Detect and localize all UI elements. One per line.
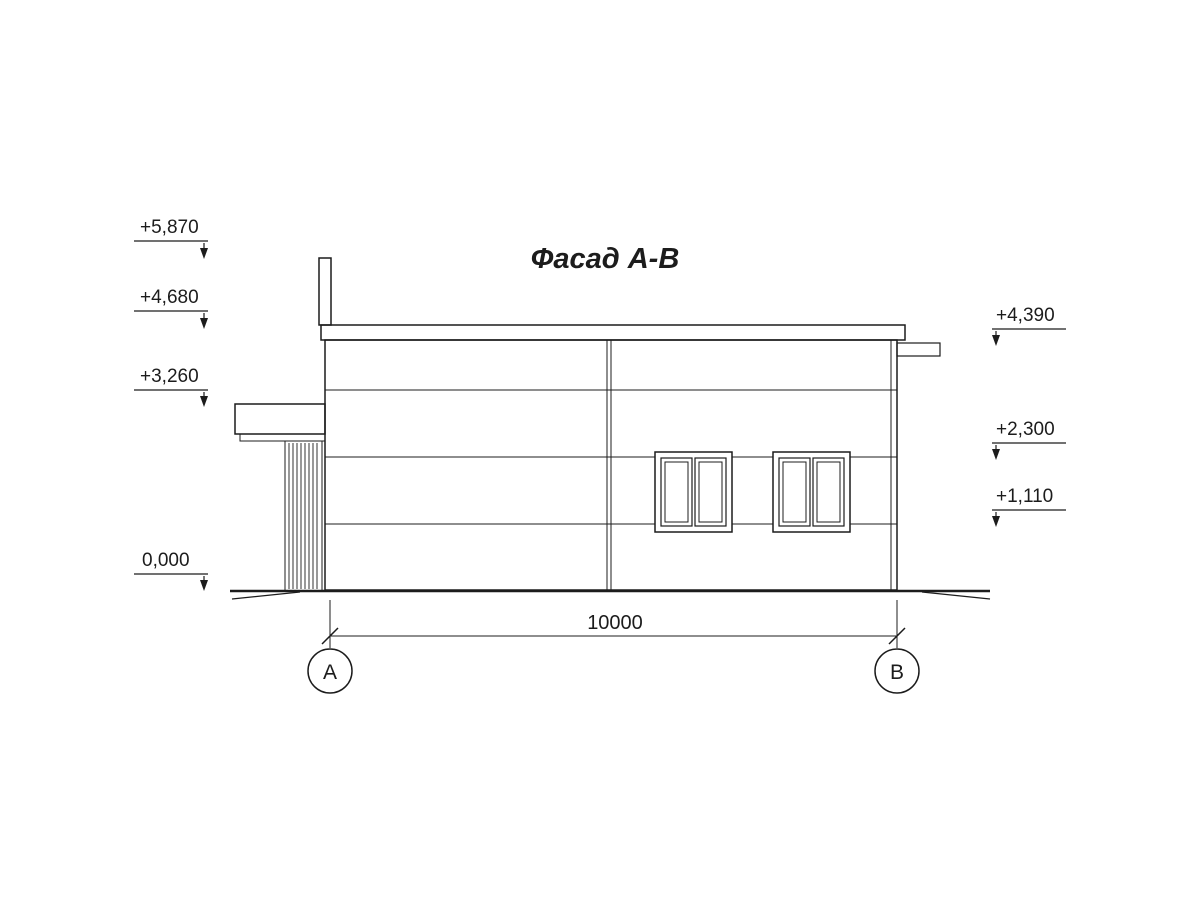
- chimney: [318, 257, 332, 326]
- axis-bubble-b: В: [874, 648, 920, 694]
- entrance-canopy: [234, 403, 326, 442]
- overall-dimension: 10000: [321, 600, 906, 648]
- window-casement: [812, 457, 845, 527]
- building-facade: [318, 257, 941, 591]
- elevation-arrow-head: [200, 396, 208, 407]
- window-casement: [694, 457, 727, 527]
- window-right: [772, 451, 851, 533]
- hatched-pier: [284, 440, 323, 590]
- axis-circle: [874, 648, 920, 694]
- elevation-marker-5870: +5,870: [134, 217, 208, 259]
- elevation-label: +1,110: [996, 486, 1053, 507]
- ground-line: [230, 589, 991, 600]
- window-glass: [782, 461, 807, 523]
- window-frame: [772, 451, 851, 533]
- axis-bubble-a: А: [307, 648, 353, 694]
- elevation-arrow-head: [992, 449, 1000, 460]
- dimension-tick-a: [321, 627, 339, 645]
- elevation-marker-4390: +4,390: [992, 305, 1066, 346]
- elevation-marker-2300: +2,300: [992, 419, 1066, 460]
- ground-left-flare: [231, 591, 301, 600]
- axis-label: А: [323, 661, 337, 684]
- dimension-value: 10000: [587, 612, 643, 634]
- elevation-label: +4,390: [996, 305, 1055, 326]
- gutter-outlet: [896, 342, 941, 357]
- elevation-arrow-head: [992, 335, 1000, 346]
- window-casement: [778, 457, 811, 527]
- ground-right-flare: [921, 591, 991, 600]
- elevation-marker-4680: +4,680: [134, 287, 208, 329]
- elevation-label: +4,680: [140, 287, 199, 308]
- elevation-arrow-head: [992, 516, 1000, 527]
- window-glass: [816, 461, 841, 523]
- elevation-marker-1110: +1,110: [992, 486, 1066, 527]
- window-left: [654, 451, 733, 533]
- elevation-label: +5,870: [140, 217, 199, 238]
- axis-circle: [307, 648, 353, 694]
- canopy-lip: [239, 433, 326, 442]
- elevation-arrow-head: [200, 248, 208, 259]
- elevation-label: +3,260: [140, 366, 199, 387]
- window-glass: [664, 461, 689, 523]
- roof-fascia: [320, 324, 906, 341]
- elevation-marker-3260: +3,260: [134, 366, 208, 407]
- dimension-tick-b: [888, 627, 906, 645]
- elevation-label: +2,300: [996, 419, 1055, 440]
- elevation-label: 0,000: [142, 550, 190, 571]
- window-glass: [698, 461, 723, 523]
- window-frame: [654, 451, 733, 533]
- elevation-marker-0000: 0,000: [134, 550, 208, 591]
- elevation-arrow-head: [200, 318, 208, 329]
- window-casement: [660, 457, 693, 527]
- elevation-arrow-head: [200, 580, 208, 591]
- drawing-title: Фасад А-В: [531, 243, 680, 275]
- canopy-slab: [234, 403, 326, 435]
- axis-label: В: [890, 661, 904, 684]
